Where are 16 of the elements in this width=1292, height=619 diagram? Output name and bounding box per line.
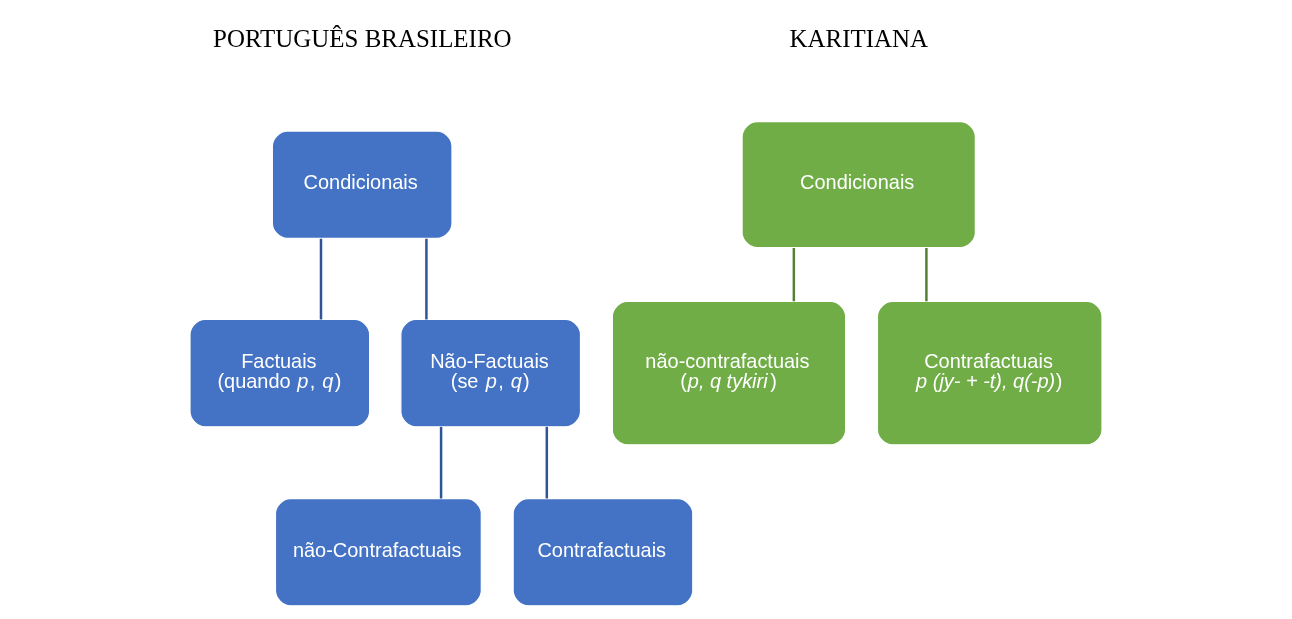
node-box: Condicionais xyxy=(271,130,453,239)
label: PORTUGUÊS BRASILEIRO xyxy=(213,24,512,52)
node-box: Factuais (quando p, q) xyxy=(189,318,371,428)
connector xyxy=(319,238,323,320)
node-box: não-Contrafactuais xyxy=(274,497,482,607)
label: KARITIANA xyxy=(789,24,929,52)
node-box: Não-Factuais (se p, q) xyxy=(400,318,582,428)
node-box: Contrafactuais p (jy- + -t), q(-p)) xyxy=(876,300,1103,446)
connector xyxy=(425,238,428,320)
node-box: não-contrafactuais (p, q tykiri) xyxy=(611,300,847,446)
node-box: Contrafactuais xyxy=(512,497,694,607)
connector xyxy=(439,426,443,499)
node-box: Condicionais xyxy=(741,121,976,249)
connector xyxy=(545,426,549,499)
connector xyxy=(925,248,928,302)
connector xyxy=(792,248,796,302)
